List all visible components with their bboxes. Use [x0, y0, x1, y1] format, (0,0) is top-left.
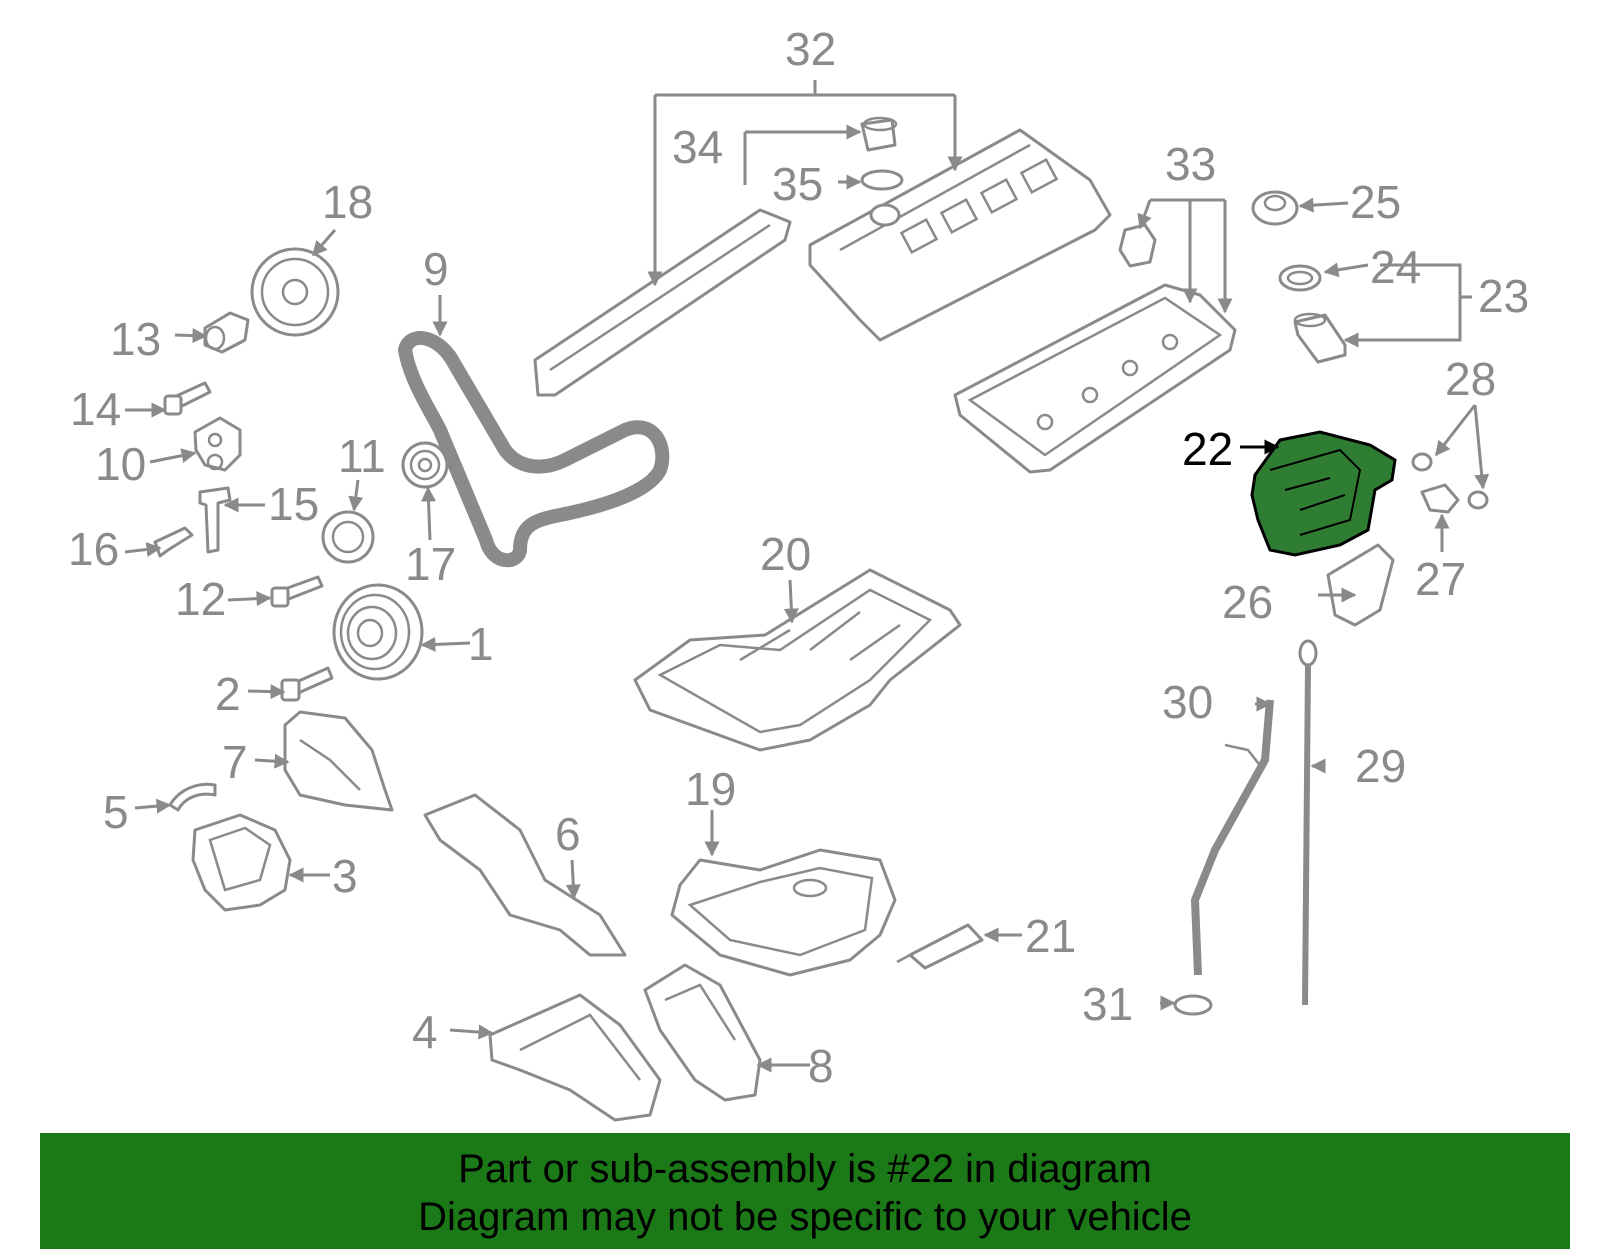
callout-35: 35	[772, 158, 823, 210]
part-5-seal	[168, 782, 217, 812]
callout-9: 9	[423, 243, 449, 295]
part-16-clip	[153, 526, 194, 558]
part-7-cover	[283, 710, 394, 812]
callout-22: 22	[1182, 423, 1233, 475]
callout-2: 2	[215, 668, 241, 720]
part-27-fitting	[1420, 483, 1460, 514]
part-17-gear	[401, 441, 449, 489]
callout-18: 18	[322, 176, 373, 228]
callout-34: 34	[672, 121, 723, 173]
part-12-bolt	[270, 575, 324, 608]
callout-33: 33	[1165, 138, 1216, 190]
callout-11: 11	[338, 430, 386, 482]
callout-31: 31	[1082, 978, 1133, 1030]
callout-24: 24	[1370, 241, 1421, 293]
callout-13: 13	[110, 313, 161, 365]
part-33-gasket	[953, 283, 1237, 474]
callout-8: 8	[808, 1040, 834, 1092]
part-32-cam-carrier-rail	[533, 208, 792, 397]
part-22-highlighted-housing	[1250, 430, 1397, 557]
part-34-cap	[860, 116, 898, 152]
callout-16: 16	[68, 523, 119, 575]
part-10-tensioner	[193, 416, 242, 472]
part-6-cover	[423, 793, 627, 957]
part-4-cover	[488, 993, 662, 1122]
callout-23: 23	[1478, 270, 1529, 322]
part-29-dipstick	[1298, 639, 1318, 1006]
part-1-crank-pulley	[332, 583, 424, 681]
part-11-idler-pulley	[321, 510, 375, 564]
callout-5: 5	[103, 786, 129, 838]
callout-25: 25	[1350, 176, 1401, 228]
part-14-bolt	[163, 381, 212, 416]
callout-4: 4	[412, 1006, 438, 1058]
part-8-cover	[643, 963, 762, 1102]
callout-20: 20	[760, 528, 811, 580]
part-13-sensor	[203, 311, 250, 354]
part-24-gasket	[1278, 264, 1322, 292]
callout-30: 30	[1162, 676, 1213, 728]
callout-3: 3	[332, 850, 358, 902]
part-15-sensor	[198, 486, 232, 554]
part-30-dipstick-tube	[1191, 699, 1274, 976]
part-28-orings	[1411, 452, 1489, 510]
part-35-oring	[860, 169, 904, 191]
part-26-cover	[1326, 543, 1395, 627]
part-33-cap	[1118, 223, 1157, 268]
callout-12: 12	[175, 573, 226, 625]
callout-28: 28	[1445, 353, 1496, 405]
callout-32: 32	[785, 23, 836, 75]
callout-27: 27	[1415, 553, 1466, 605]
part-21-strainer	[896, 923, 984, 970]
callout-1: 1	[468, 618, 494, 670]
callout-29: 29	[1355, 740, 1406, 792]
part-3-cover	[191, 813, 292, 912]
callout-15: 15	[268, 478, 319, 530]
part-25-cap	[1251, 190, 1299, 226]
callout-labels: 32 34 35 33 25 24 23 28 22 27 26 30 29 3…	[68, 23, 1529, 1092]
callout-10: 10	[95, 438, 146, 490]
part-23-oil-filter	[1293, 312, 1347, 364]
callout-26: 26	[1222, 576, 1273, 628]
part-9-timing-belt	[398, 331, 670, 568]
part-31-oring	[1173, 994, 1213, 1016]
callout-21: 21	[1025, 910, 1076, 962]
callout-6: 6	[555, 808, 581, 860]
caption-line-2: Diagram may not be specific to your vehi…	[418, 1195, 1192, 1239]
callout-17: 17	[405, 538, 456, 590]
part-20-upper-oil-pan	[633, 568, 962, 752]
callout-19: 19	[685, 763, 736, 815]
part-19-lower-oil-pan	[670, 848, 897, 977]
part-32-valve-cover	[808, 128, 1112, 342]
leader-lines	[124, 80, 1490, 1073]
part-18-camshaft-sprocket	[250, 247, 340, 337]
callout-14: 14	[70, 383, 121, 435]
caption-banner: Part or sub-assembly is #22 in diagram D…	[40, 1133, 1570, 1249]
callout-7: 7	[222, 736, 248, 788]
caption-line-1: Part or sub-assembly is #22 in diagram	[458, 1147, 1152, 1191]
part-2-bolt	[280, 666, 334, 702]
